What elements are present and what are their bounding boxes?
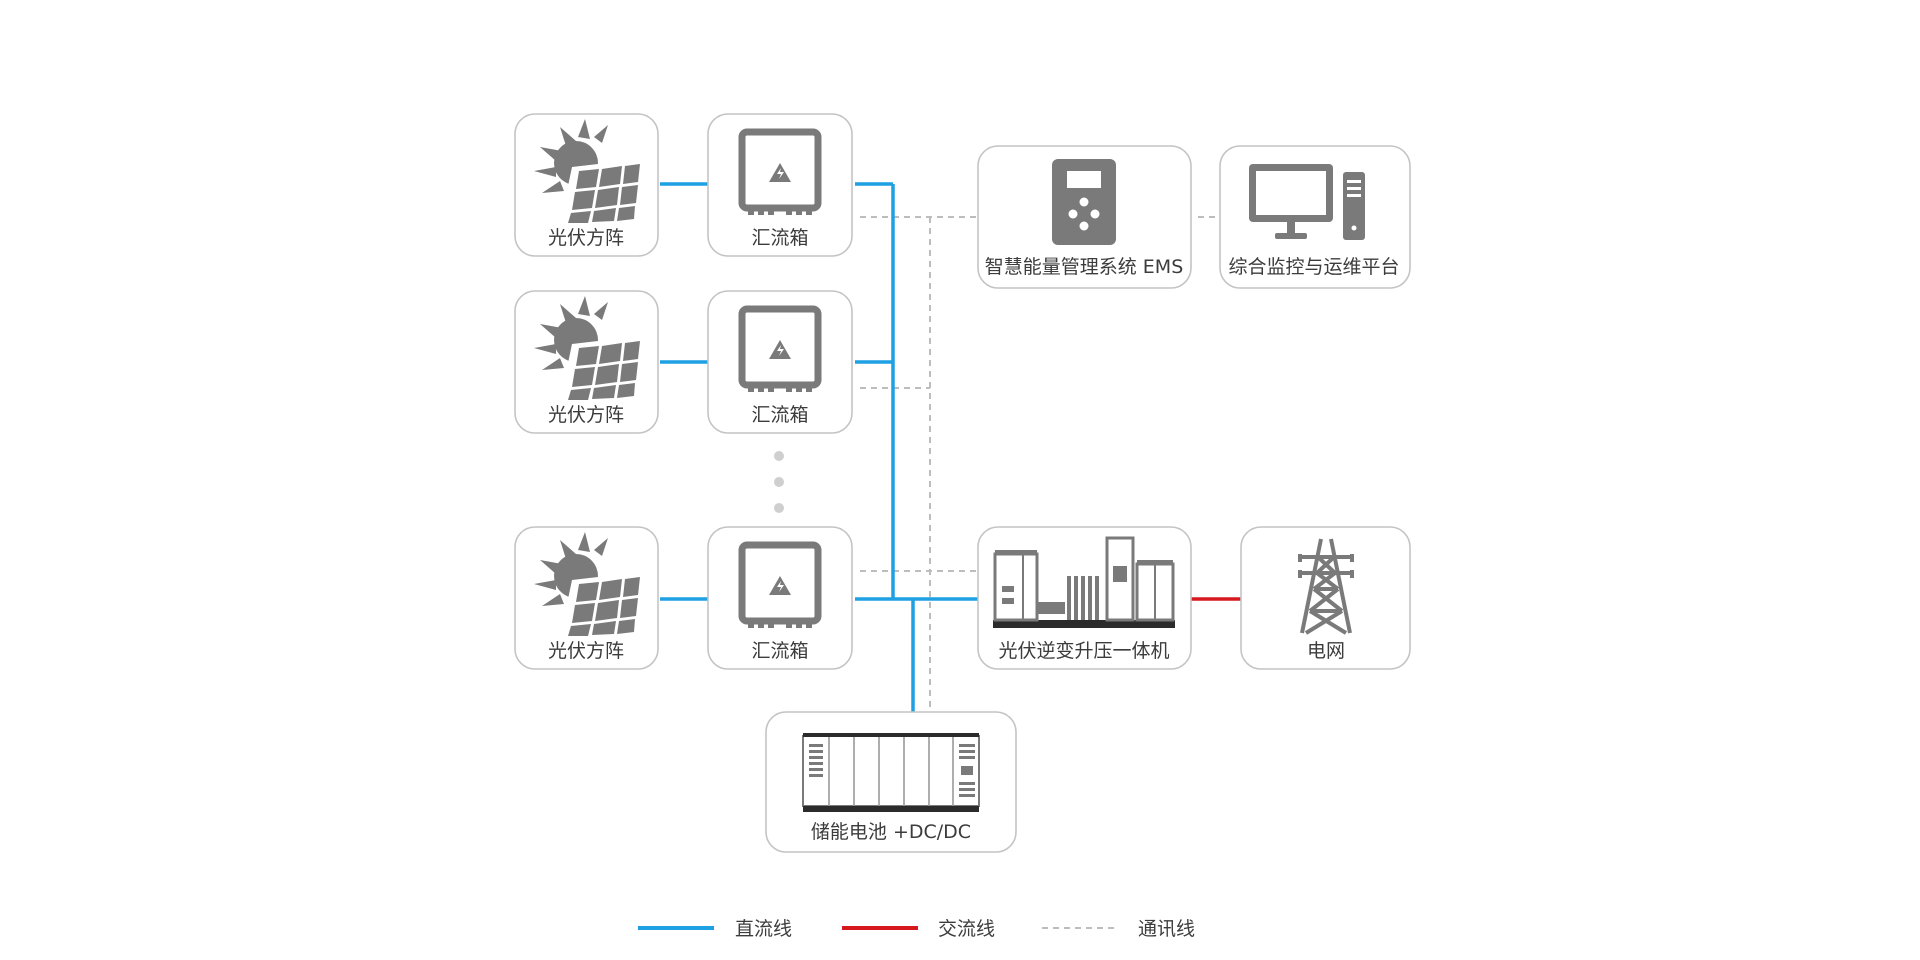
ellipsis-dots <box>774 451 784 513</box>
ems-node: 智慧能量管理系统 EMS <box>977 145 1192 289</box>
grid-node: 电网 <box>1240 526 1411 670</box>
pv-array-label: 光伏方阵 <box>548 640 624 662</box>
legend-item-dc: 直流线 <box>638 918 792 940</box>
dc-lines <box>660 182 980 712</box>
monitoring-platform-label: 综合监控与运维平台 <box>1228 256 1399 278</box>
pv-array-node-2: 光伏方阵 <box>514 290 659 434</box>
communication-lines <box>860 216 1220 714</box>
storage-label: 储能电池 +DC/DC <box>811 821 971 843</box>
inverter-station-node: 光伏逆变升压一体机 <box>977 526 1192 670</box>
combiner-box-icon <box>742 132 818 215</box>
legend-label-ac: 交流线 <box>938 918 995 940</box>
combiner-box-node-2: 汇流箱 <box>707 290 853 434</box>
pv-array-node-3: 光伏方阵 <box>514 526 659 670</box>
combiner-box-node-3: 汇流箱 <box>707 526 853 670</box>
controller-icon <box>1052 159 1116 245</box>
combiner-box-label: 汇流箱 <box>751 404 808 426</box>
battery-container-icon <box>802 732 980 813</box>
combiner-box-node-1: 汇流箱 <box>707 113 853 257</box>
pv-array-label: 光伏方阵 <box>548 227 624 249</box>
combiner-box-label: 汇流箱 <box>751 640 808 662</box>
storage-node: 储能电池 +DC/DC <box>765 711 1017 853</box>
legend-item-comm: 通讯线 <box>1042 918 1195 940</box>
inverter-station-label: 光伏逆变升压一体机 <box>998 640 1169 662</box>
pv-array-label: 光伏方阵 <box>548 404 624 426</box>
combiner-box-icon <box>742 309 818 392</box>
legend-label-dc: 直流线 <box>735 918 792 940</box>
grid-label: 电网 <box>1307 640 1345 662</box>
pv-array-node-1: 光伏方阵 <box>514 113 659 257</box>
ems-label: 智慧能量管理系统 EMS <box>985 256 1184 278</box>
legend-item-ac: 交流线 <box>842 918 995 940</box>
legend-label-comm: 通讯线 <box>1138 918 1195 940</box>
legend: 直流线 交流线 通讯线 <box>638 918 1195 940</box>
combiner-box-label: 汇流箱 <box>751 227 808 249</box>
monitoring-platform-node: 综合监控与运维平台 <box>1219 145 1411 289</box>
combiner-box-icon <box>742 545 818 628</box>
